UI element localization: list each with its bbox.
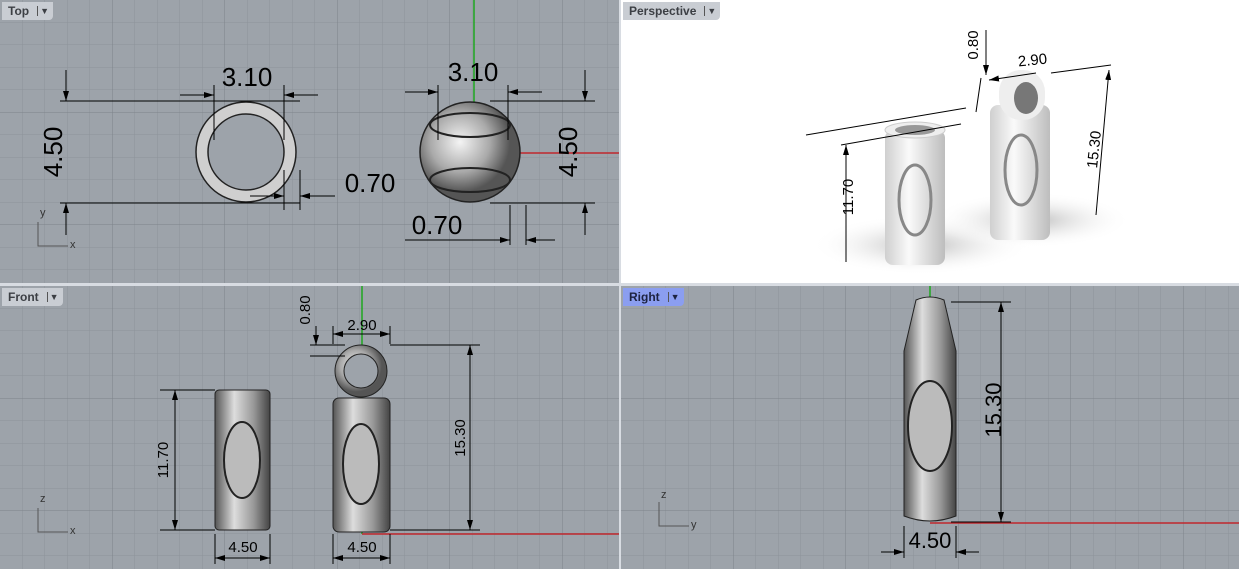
axes-icon: yx	[37, 207, 76, 251]
viewport-label-perspective[interactable]: Perspective ▼	[623, 2, 721, 20]
dim-loop: 0.80	[297, 295, 314, 324]
dim-pendant-height: 15.30	[1084, 130, 1105, 169]
svg-text:x: x	[70, 525, 76, 537]
dim-pendant-width: 4.50	[347, 539, 376, 556]
dim-ring-width: 3.10	[222, 62, 273, 92]
svg-text:y: y	[691, 519, 697, 531]
viewport-title: Front	[8, 290, 39, 304]
viewport-title: Top	[8, 4, 30, 18]
svg-text:z: z	[40, 493, 46, 505]
dim-bead-height: 11.70	[155, 442, 172, 478]
dim-bead-width: 4.50	[228, 539, 257, 556]
pendant-object[interactable]	[332, 344, 391, 533]
pendant-side-object[interactable]	[903, 296, 957, 522]
ring-object[interactable]	[195, 101, 297, 203]
viewport-label-top[interactable]: Top ▼	[2, 2, 54, 20]
perspective-canvas[interactable]: 11.70 0.80 2.90 15.30	[621, 0, 1239, 283]
chevron-down-icon[interactable]: ▼	[667, 292, 680, 302]
front-canvas[interactable]: 11.70 4.50 4.50 15.30 2.90 0.80 zx	[0, 286, 619, 569]
sphere-object[interactable]	[419, 101, 521, 203]
axes-icon: zy	[658, 489, 697, 531]
dim-sphere-wall: 0.70	[412, 210, 463, 240]
dim-pendant-height: 15.30	[452, 419, 469, 457]
dim-ring-wall: 0.70	[345, 168, 396, 198]
dim-sphere-height: 4.50	[553, 127, 583, 178]
dim-ring-height: 4.50	[38, 127, 68, 178]
chevron-down-icon[interactable]: ▼	[704, 6, 716, 16]
viewport-perspective[interactable]: Perspective ▼ 11.70 0.80 2.90 15.30	[621, 0, 1239, 283]
bead-object[interactable]	[214, 389, 271, 531]
svg-text:z: z	[661, 489, 667, 501]
right-canvas[interactable]: 15.30 4.50 zy	[621, 286, 1239, 569]
bead-render[interactable]	[884, 121, 946, 265]
dim-loop: 0.80	[965, 30, 982, 59]
viewport-title: Perspective	[629, 4, 697, 18]
dim-height: 15.30	[981, 382, 1006, 437]
viewport-label-front[interactable]: Front ▼	[2, 288, 63, 306]
svg-text:x: x	[70, 239, 76, 251]
viewport-title: Right	[629, 290, 660, 304]
chevron-down-icon[interactable]: ▼	[46, 292, 59, 302]
dim-width: 4.50	[909, 528, 952, 553]
axes-icon: zx	[37, 493, 76, 537]
dim-loop-width: 2.90	[1017, 51, 1048, 71]
viewport-label-right[interactable]: Right ▼	[623, 288, 684, 306]
top-canvas[interactable]: 4.50 3.10 0.70 3.10 4.50 0.70 yx	[0, 0, 619, 283]
chevron-down-icon[interactable]: ▼	[37, 6, 49, 16]
pendant-render[interactable]	[990, 70, 1050, 240]
dim-bead-height: 11.70	[840, 179, 857, 215]
viewport-front[interactable]: Front ▼ 11.70 4.50 4.50 15.30 2.90 0.80 z…	[0, 286, 619, 569]
svg-text:y: y	[40, 207, 46, 219]
dim-loop-width: 2.90	[347, 317, 376, 334]
dim-sphere-width: 3.10	[448, 57, 499, 87]
